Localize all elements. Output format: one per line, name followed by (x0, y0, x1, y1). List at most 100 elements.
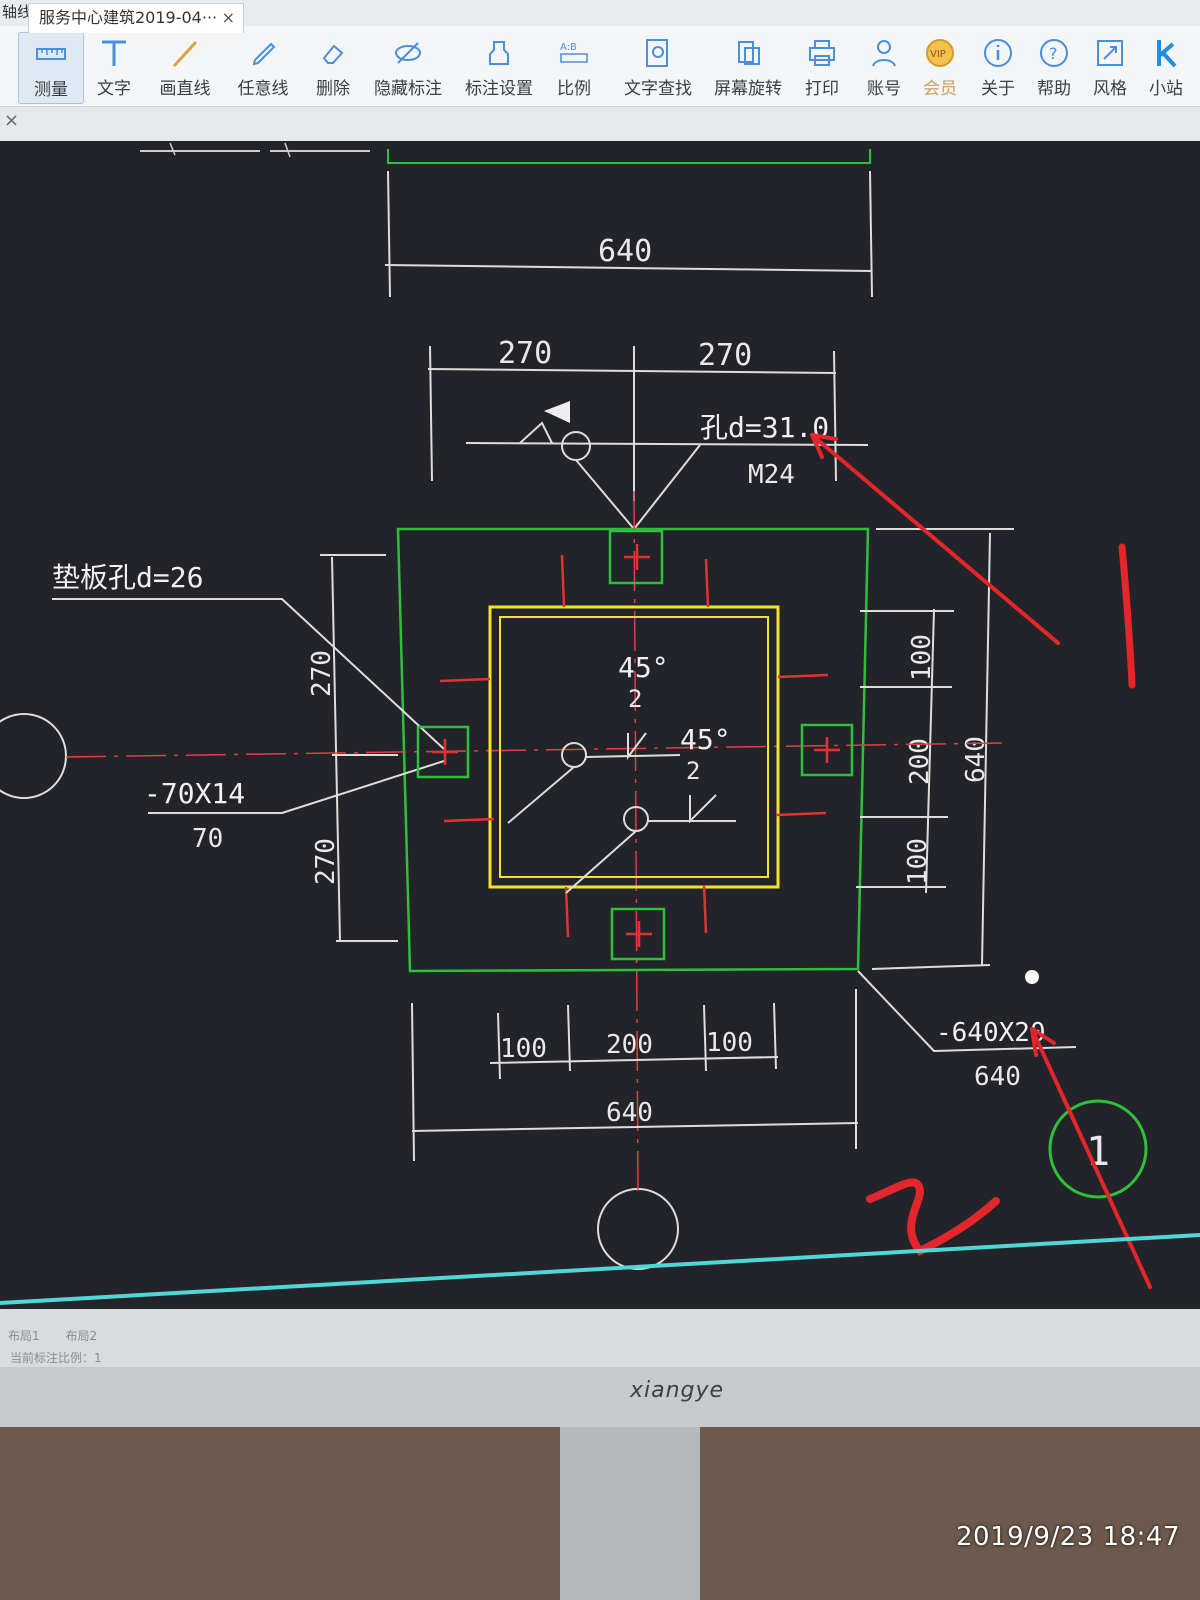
section-flag-icon (544, 401, 570, 423)
hole-diameter-label: 孔d=31.0 (700, 411, 829, 444)
scale-button[interactable]: A:B 比例 (552, 32, 596, 102)
k-icon (1157, 40, 1177, 68)
style-icon (1097, 40, 1123, 66)
hide-annotations-button[interactable]: 隐藏标注 (370, 32, 446, 102)
svg-text:A:B: A:B (560, 42, 577, 53)
dim-bottom-100-right: 100 (706, 1028, 753, 1058)
site-button[interactable]: 小站 (1144, 32, 1188, 102)
base-plate (396, 527, 870, 973)
toolbar: 测量 文字 画直线 任意线 删除 隐藏标注 标注设置 A:B 比例 文字查找 屏… (0, 26, 1200, 107)
monitor-brand: xiangye (630, 1378, 725, 1403)
rotate-screen-icon (738, 41, 760, 65)
tab-close-icon[interactable]: × (221, 8, 235, 27)
measure-button[interactable]: 测量 (18, 32, 84, 104)
red-mark-2: 2 (0, 141, 1, 142)
current-scale-text: 当前标注比例：1 (10, 1351, 102, 1365)
text-t-icon (102, 40, 126, 66)
close-icon[interactable]: × (4, 110, 20, 131)
rotate-screen-button[interactable]: 屏幕旋转 (710, 32, 786, 102)
printer-icon (809, 40, 835, 66)
help-button[interactable]: ? 帮助 (1032, 32, 1076, 102)
angle-45-lower: 45° (680, 723, 731, 756)
monitor-stand (560, 1427, 700, 1600)
ruler-icon (36, 48, 66, 60)
help-icon: ? (1040, 39, 1068, 67)
drawing-canvas[interactable]: 640 270 270 孔d=31.0 M24 100 200 100 640 (0, 141, 1200, 1309)
svg-text:?: ? (1049, 44, 1058, 63)
dim-left-270-lower: 270 (311, 838, 341, 885)
cursor-dot (1025, 970, 1039, 984)
angle-45-upper: 45° (618, 651, 669, 684)
svg-text:VIP: VIP (930, 49, 946, 60)
scale-ab-icon: A:B (560, 42, 588, 63)
axis-lines (65, 490, 1003, 1192)
bolt-label: M24 (748, 460, 795, 490)
dim-right-100-bottom: 100 (903, 838, 933, 885)
detail-circle (1048, 1099, 1148, 1199)
washer-hole-label: 垫板孔d=26 (52, 561, 203, 594)
plate-size-label: -640X20 (936, 1018, 1046, 1048)
text-search-icon (646, 39, 668, 67)
layout-tabs: 布局1 布局2 (8, 1327, 119, 1344)
steel-column (488, 605, 780, 889)
axis-circle-left (0, 713, 67, 799)
text-search-button[interactable]: 文字查找 (620, 32, 696, 102)
text-button[interactable]: 文字 (88, 32, 140, 102)
plate-leader (857, 970, 1077, 1053)
annotation-settings-button[interactable]: 标注设置 (462, 32, 536, 102)
washer-leaders (52, 598, 445, 814)
tab-drawing[interactable]: 服务中心建筑2019-04··· × (28, 3, 244, 33)
photo-timestamp: 2019/9/23 18:47 (956, 1522, 1181, 1552)
dim-270-right: 270 (698, 338, 752, 373)
axis-circle-bottom (597, 1188, 679, 1270)
top-270-dims (427, 345, 837, 501)
print-button[interactable]: 打印 (800, 32, 844, 102)
vip-button[interactable]: VIP 会员 (918, 32, 962, 102)
dim-right-100-top: 100 (907, 634, 937, 681)
monitor-bezel (0, 1367, 1200, 1427)
dim-right-200: 200 (905, 738, 935, 785)
red-mark-1: 1 (0, 141, 1, 142)
stiffeners (439, 554, 829, 938)
about-button[interactable]: 关于 (976, 32, 1020, 102)
dim-left-270-upper: 270 (307, 650, 337, 697)
cad-drawing: 640 270 270 孔d=31.0 M24 100 200 100 640 (0, 141, 1200, 1305)
annotation-settings-icon (489, 41, 509, 65)
draw-line-button[interactable]: 画直线 (152, 32, 218, 102)
eye-off-icon (395, 42, 421, 64)
layout-tab-2[interactable]: 布局2 (65, 1329, 98, 1343)
account-button[interactable]: 账号 (862, 32, 906, 102)
dim-top-640: 640 (598, 234, 652, 269)
weld-symbols (507, 732, 736, 894)
line-icon (172, 40, 198, 68)
status-bar: 布局1 布局2 当前标注比例：1 (0, 1309, 1200, 1367)
style-button[interactable]: 风格 (1088, 32, 1132, 102)
left-dims (320, 554, 398, 942)
dim-bottom-200: 200 (606, 1030, 653, 1060)
delete-button[interactable]: 删除 (306, 32, 360, 102)
layout-tab-1[interactable]: 布局1 (8, 1329, 40, 1343)
eraser-icon (322, 44, 344, 64)
canvas-edge (0, 1233, 1200, 1305)
red-annotations (810, 433, 1152, 1289)
top-width-dim (384, 170, 873, 298)
hole-callout (465, 421, 869, 530)
info-icon (984, 39, 1012, 67)
top-partial-plate (140, 142, 871, 164)
right-dims (856, 528, 1014, 970)
pencil-icon (252, 42, 276, 66)
weld-size-lower: 2 (686, 757, 700, 785)
anchor-bolts (416, 529, 854, 961)
plate-length-label: 640 (974, 1062, 1021, 1092)
dim-bottom-100-left: 100 (500, 1034, 547, 1064)
weld-size-upper: 2 (628, 685, 642, 713)
user-icon (872, 40, 896, 67)
vip-icon: VIP (926, 39, 954, 67)
bottom-dims (411, 989, 859, 1162)
dim-bottom-640: 640 (606, 1098, 653, 1128)
washer-size-label: -70X14 (144, 777, 245, 810)
freehand-button[interactable]: 任意线 (228, 32, 298, 102)
washer-length-label: 70 (192, 824, 223, 854)
dim-270-left: 270 (498, 336, 552, 371)
tab-bar (0, 107, 1200, 142)
